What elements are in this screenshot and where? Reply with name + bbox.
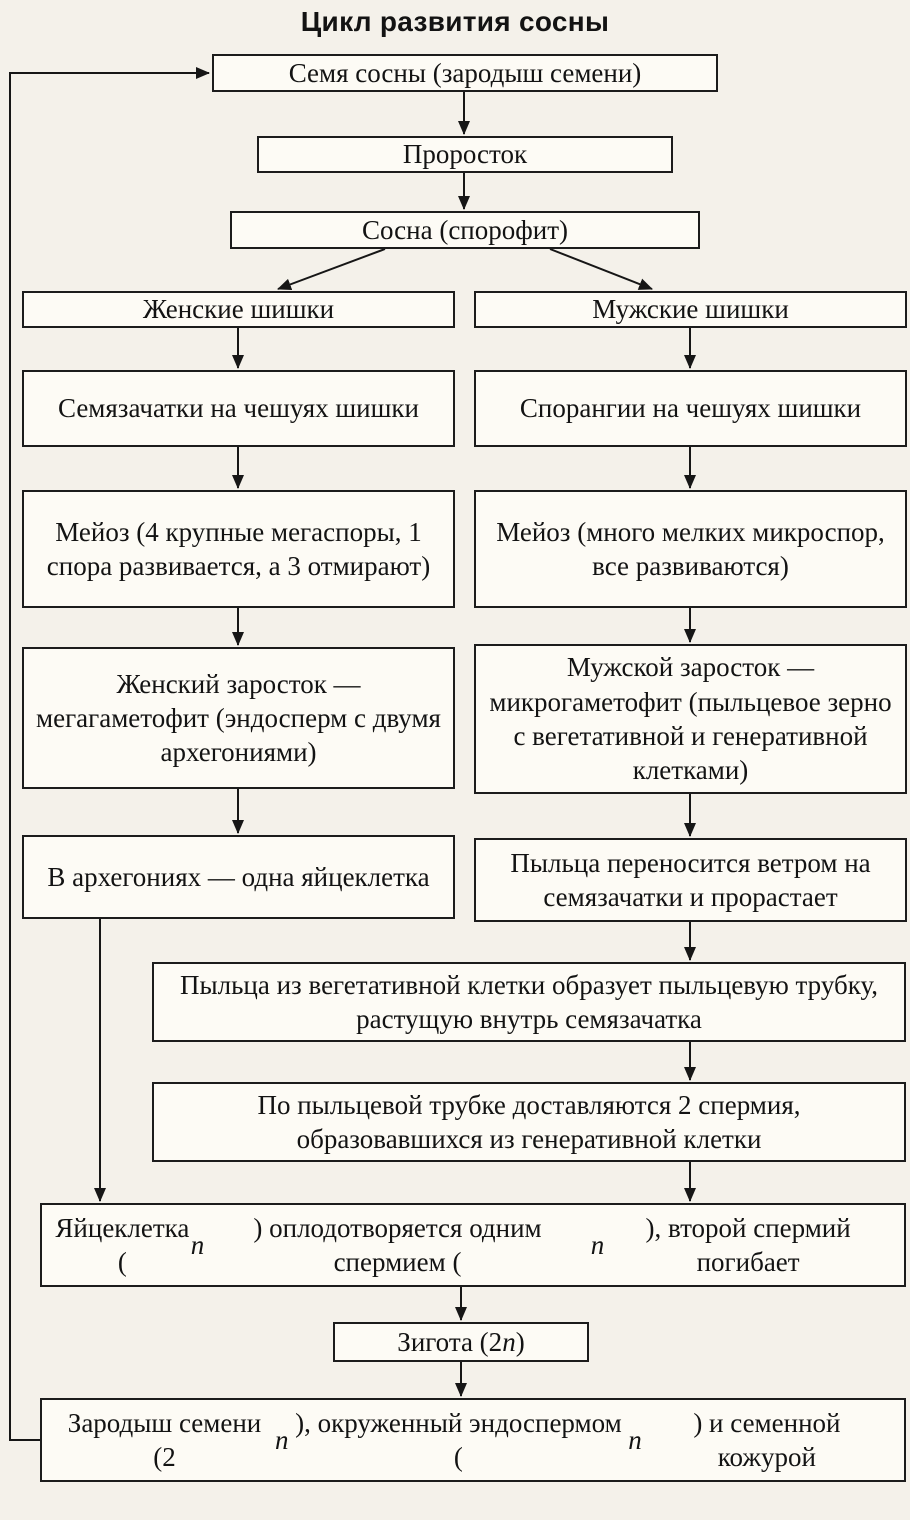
node-female-gametophyte: Женский заросток — мегагаметофит (эндосп…: [22, 647, 455, 789]
node-male-cones: Мужские шишки: [474, 291, 907, 328]
node-pine-sporophyte: Сосна (спорофит): [230, 211, 700, 249]
node-sporangia: Спорангии на чешуях шишки: [474, 370, 907, 447]
node-pollen-tube: Пыльца из вегетативной клетки образует п…: [152, 962, 906, 1042]
node-egg-in-archegonia: В архегониях — одна яйцеклетка: [22, 835, 455, 919]
arrow-pine-to-male-cones: [549, 248, 653, 290]
node-sperm-delivery: По пыльцевой трубке доставляются 2 сперм…: [152, 1082, 906, 1162]
node-meiosis-female: Мейоз (4 крупные мегаспоры, 1 спора разв…: [22, 490, 455, 608]
diagram-title: Цикл развития сосны: [300, 6, 610, 37]
node-seedling: Проросток: [257, 136, 673, 173]
node-pollination: Пыльца переносится ветром на семязачатки…: [474, 838, 907, 922]
node-male-gametophyte: Мужской заросток — микрогаметофит (пыльц…: [474, 644, 907, 794]
node-seed: Семя сосны (зародыш семени): [212, 54, 718, 92]
node-fertilization: Яйцеклетка (n) оплодотворяется одним спе…: [40, 1203, 906, 1287]
node-female-cones: Женские шишки: [22, 291, 455, 328]
node-meiosis-male: Мейоз (много мелких микроспор, все разви…: [474, 490, 907, 608]
node-ovules: Семязачатки на чешуях шишки: [22, 370, 455, 447]
arrow-pine-to-female-cones: [277, 248, 386, 291]
